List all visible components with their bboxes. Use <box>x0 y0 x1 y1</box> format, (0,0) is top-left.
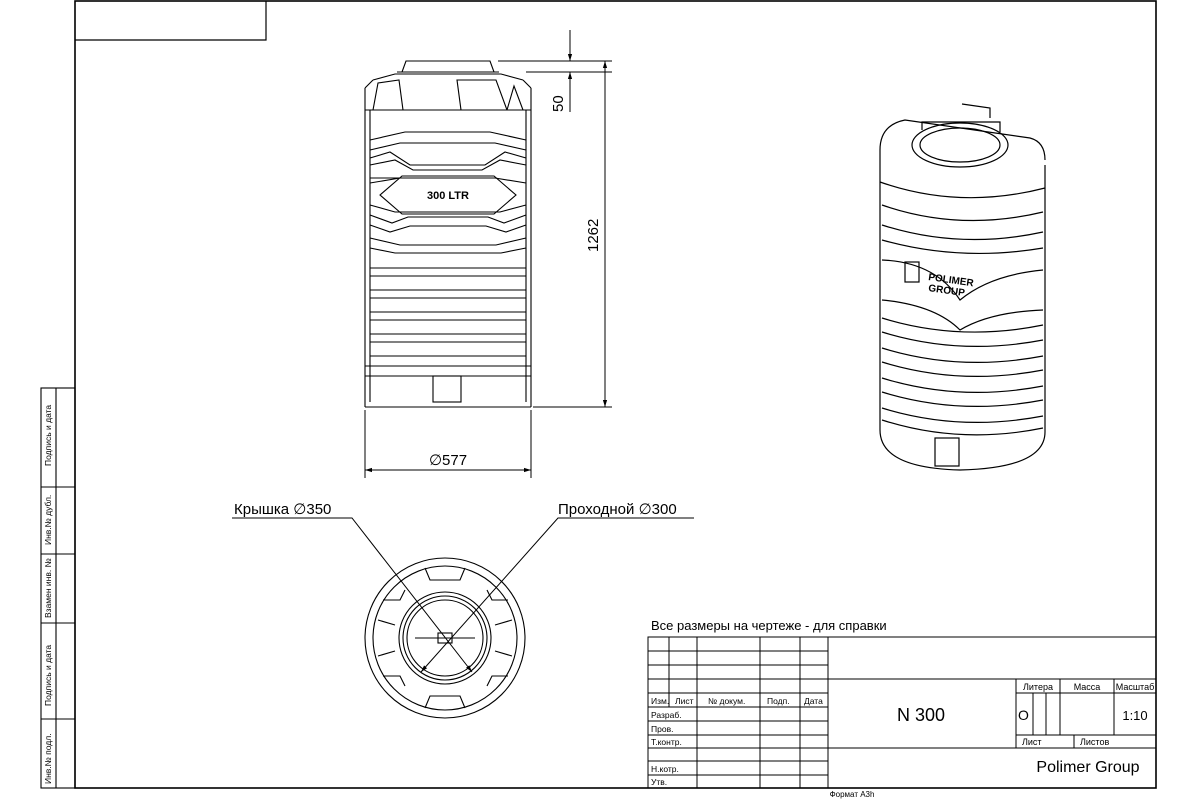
passage-diameter-label: Проходной ∅300 <box>558 501 677 518</box>
sheet-frame <box>74 0 1157 789</box>
scale-value: 1:10 <box>1122 708 1147 723</box>
stamp-label-orig-inv: Инв.№ подл. <box>43 733 53 784</box>
col-header-doc-no: № докум. <box>708 696 745 706</box>
tank-isometric-view <box>879 103 1046 471</box>
reference-note: Все размеры на чертеже - для справки <box>651 618 887 633</box>
scale-label: Масштаб <box>1116 682 1155 692</box>
row-label-norm-control: Н.котр. <box>651 764 679 774</box>
row-label-approved: Утв. <box>651 777 667 787</box>
row-label-checked: Пров. <box>651 724 673 734</box>
format-label: Формат А3h <box>830 790 875 799</box>
tank-front-view <box>364 60 532 408</box>
litera-label: Литера <box>1023 682 1053 692</box>
dimension-height: 1262 <box>585 219 602 252</box>
company-name: Polimer Group <box>1036 759 1139 776</box>
litera-value: О <box>1018 707 1029 723</box>
top-view-leaders <box>232 517 694 673</box>
top-left-stamp-box <box>75 1 267 41</box>
tank-top-view <box>364 557 526 719</box>
col-header-sign: Подп. <box>767 696 790 706</box>
title-block-grid <box>647 636 1157 789</box>
dimension-lines <box>364 30 612 478</box>
dimension-diameter: ∅577 <box>429 452 467 469</box>
lid-diameter-label: Крышка ∅350 <box>234 501 331 518</box>
side-stamp-strip <box>40 387 76 789</box>
sheet-label: Лист <box>1022 737 1042 747</box>
stamp-label-signature-2: Подпись и дата <box>43 645 53 706</box>
dimension-top: 50 <box>550 95 567 112</box>
stamp-label-dup-inv: Инв.№ дубл. <box>43 495 53 545</box>
sheets-label: Листов <box>1080 737 1109 747</box>
mass-label: Масса <box>1074 682 1101 692</box>
iso-logo-line2: GROUP <box>928 283 966 299</box>
col-header-date: Дата <box>804 696 823 706</box>
designation: N 300 <box>897 705 945 725</box>
col-header-sheet: Лист <box>675 696 694 706</box>
stamp-label-signature-1: Подпись и дата <box>43 405 53 466</box>
stamp-label-replace-inv: Взамен инв. № <box>43 558 53 618</box>
tank-volume-label: 300 LTR <box>427 190 469 202</box>
col-header-change: Изм. <box>651 696 669 706</box>
row-label-developed: Разраб. <box>651 710 682 720</box>
row-label-tech-control: Т.контр. <box>651 737 682 747</box>
